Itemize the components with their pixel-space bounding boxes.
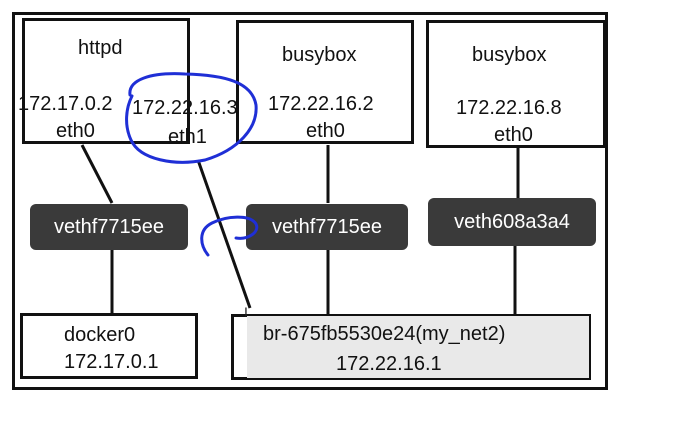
busybox1-iface: eth0: [306, 120, 345, 142]
httpd-iface-eth0: eth0: [56, 120, 95, 142]
veth-httpd: vethf7715ee: [30, 204, 188, 250]
httpd-name: httpd: [78, 37, 123, 59]
bridge-my-net2-highlight: [247, 316, 589, 378]
httpd-iface-eth1: eth1: [168, 126, 207, 148]
busybox1-ip: 172.22.16.2: [268, 93, 374, 115]
busybox1-name: busybox: [282, 44, 357, 66]
link-httpd-eth1-bridge: [196, 159, 252, 309]
container-busybox-2: [426, 20, 606, 148]
annotation-circle-eth1: [125, 72, 258, 164]
text-cursor-icon: I: [244, 304, 248, 320]
container-httpd: [22, 18, 190, 144]
docker-host-frame: [12, 12, 608, 390]
annotation-loop-veth: [200, 215, 259, 257]
docker0-ip: 172.17.0.1: [64, 351, 159, 373]
busybox2-iface: eth0: [494, 124, 533, 146]
my-net2-name: br-675fb5530e24(my_net2): [263, 323, 506, 345]
my-net2-ip: 172.22.16.1: [336, 353, 442, 375]
busybox2-ip: 172.22.16.8: [456, 97, 562, 119]
veth-busybox-2: veth608a3a4: [428, 198, 596, 246]
httpd-ip-eth1: 172.22.16.3: [132, 97, 238, 119]
link-httpd-veth: [80, 144, 114, 204]
docker0-name: docker0: [64, 324, 136, 346]
httpd-ip-eth0: 172.17.0.2: [18, 93, 113, 115]
container-busybox-1: [236, 20, 414, 144]
busybox2-name: busybox: [472, 44, 547, 66]
veth-busybox-1: vethf7715ee: [246, 204, 408, 250]
bridge-docker0: [20, 313, 198, 379]
